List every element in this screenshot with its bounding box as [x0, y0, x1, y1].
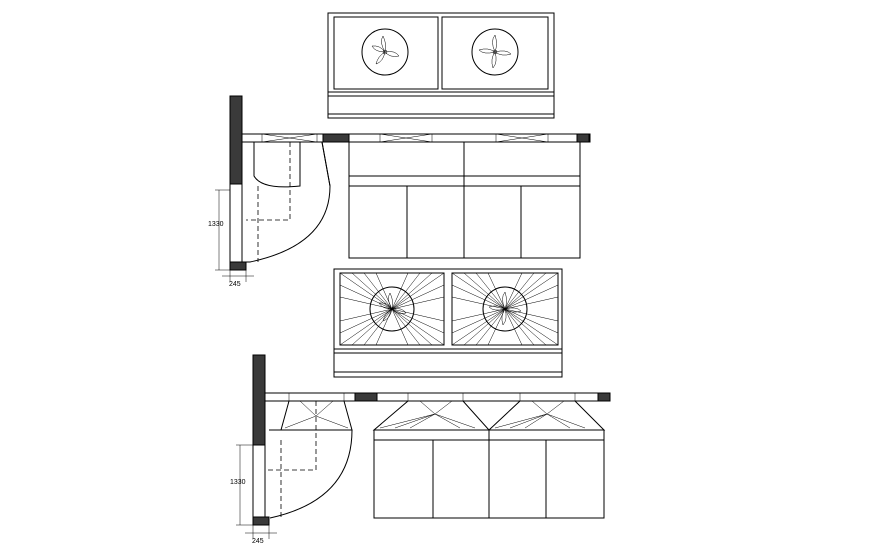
- fan-icon: [482, 286, 528, 332]
- dimension-label: 245: [252, 538, 264, 545]
- dimension-label: 1330: [230, 479, 246, 486]
- fan-icon: [369, 286, 415, 332]
- fan-icon: [471, 28, 519, 76]
- dimension-label: 1330: [208, 221, 224, 228]
- top-section: 1330 245: [208, 95, 591, 288]
- bottom-section: 1330 245: [230, 354, 611, 545]
- middle-fan-elevation: [333, 268, 563, 378]
- top-fan-elevation: [327, 12, 555, 119]
- fan-icon: [361, 28, 409, 76]
- dimension-label: 245: [229, 281, 241, 288]
